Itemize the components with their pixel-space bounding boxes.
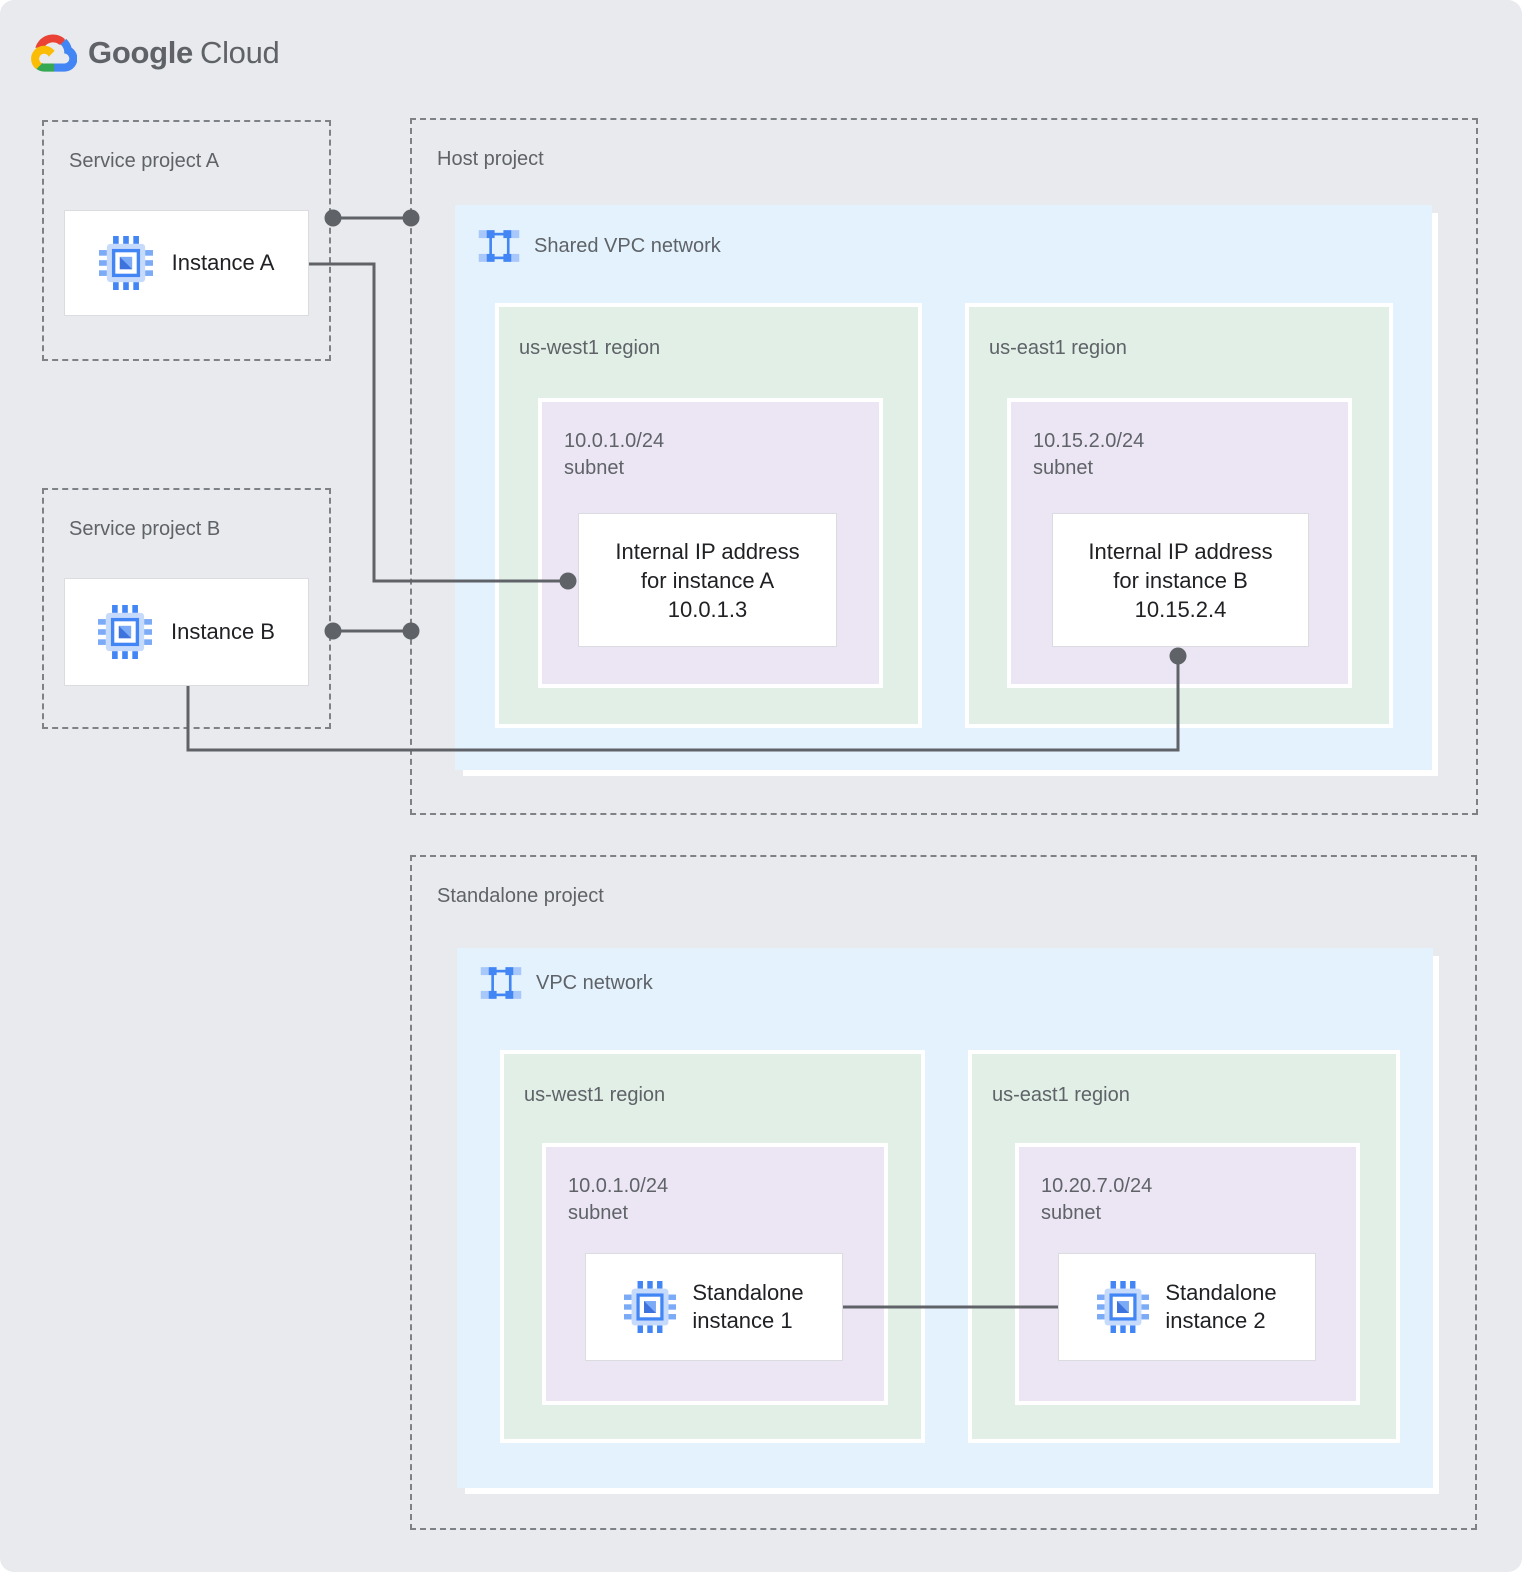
service-project-a-title: Service project A xyxy=(69,150,220,172)
service-project-a-box: Service project A xyxy=(42,120,331,361)
ip-a-line-1: Internal IP address xyxy=(615,538,800,564)
subnet-word: subnet xyxy=(568,1202,629,1224)
ip-b-line-3: 10.15.2.4 xyxy=(1134,596,1227,622)
vpc-network-label-row: VPC network xyxy=(479,962,653,1004)
instance-a-label: Instance A xyxy=(171,250,275,275)
ip-a-line-3: 10.0.1.3 xyxy=(667,596,748,622)
logo-word-cloud: Cloud xyxy=(199,35,280,70)
host-subnet-us-west1-label: 10.0.1.0/24 subnet xyxy=(564,428,664,482)
compute-instance-icon xyxy=(98,605,153,659)
subnet-cidr: 10.0.1.0/24 xyxy=(564,430,665,452)
instance-b-card: Instance B xyxy=(64,578,309,686)
subnet-cidr: 10.20.7.0/24 xyxy=(1041,1175,1153,1197)
compute-instance-icon xyxy=(624,1281,677,1333)
standalone-instance-2-card: Standalone instance 2 xyxy=(1058,1253,1316,1361)
instance-b-label: Instance B xyxy=(171,619,275,644)
compute-instance-icon xyxy=(1097,1281,1150,1333)
ip-a-line-2: for instance A xyxy=(640,567,775,593)
subnet-cidr: 10.0.1.0/24 xyxy=(568,1175,669,1197)
host-region-us-west1-label: us-west1 region xyxy=(519,337,661,359)
internal-ip-instance-a-card: Internal IP address for instance A 10.0.… xyxy=(578,513,837,647)
shared-vpc-network-label: Shared VPC network xyxy=(534,234,721,257)
standalone-instance-1-line-2: instance 1 xyxy=(692,1308,793,1333)
compute-instance-icon xyxy=(98,236,153,290)
standalone-project-title: Standalone project xyxy=(437,885,604,907)
internal-ip-instance-b-card: Internal IP address for instance B 10.15… xyxy=(1052,513,1309,647)
standalone-project-box: Standalone project xyxy=(410,855,1477,1530)
subnet-word: subnet xyxy=(564,457,625,479)
standalone-region-us-west1-label: us-west1 region xyxy=(524,1084,666,1106)
standalone-subnet-us-east1-label: 10.20.7.0/24 subnet xyxy=(1041,1173,1152,1227)
google-cloud-logo-icon xyxy=(31,34,77,72)
standalone-instance-2-line-1: Standalone xyxy=(1165,1280,1277,1305)
host-project-title: Host project xyxy=(437,148,544,170)
host-region-us-east1-label: us-east1 region xyxy=(989,337,1127,359)
instance-a-card: Instance A xyxy=(64,210,309,316)
standalone-subnet-us-west1-label: 10.0.1.0/24 subnet xyxy=(568,1173,668,1227)
standalone-instance-1-line-1: Standalone xyxy=(692,1280,804,1305)
vpc-network-icon xyxy=(480,967,522,999)
standalone-region-us-east1-label: us-east1 region xyxy=(992,1084,1130,1106)
host-subnet-us-east1-label: 10.15.2.0/24 subnet xyxy=(1033,428,1144,482)
ip-b-line-2: for instance B xyxy=(1113,567,1248,593)
vpc-network-label: VPC network xyxy=(536,971,653,994)
standalone-instance-1-card: Standalone instance 1 xyxy=(585,1253,843,1361)
ip-b-line-1: Internal IP address xyxy=(1088,538,1273,564)
vpc-network-icon xyxy=(478,230,520,262)
subnet-cidr: 10.15.2.0/24 xyxy=(1033,430,1145,452)
subnet-word: subnet xyxy=(1041,1202,1102,1224)
shared-vpc-network-label-row: Shared VPC network xyxy=(477,225,721,267)
service-project-b-title: Service project B xyxy=(69,518,221,540)
standalone-instance-2-label: Standalone instance 2 xyxy=(1165,1279,1276,1335)
standalone-instance-1-label: Standalone instance 1 xyxy=(692,1279,803,1335)
standalone-instance-2-line-2: instance 2 xyxy=(1165,1308,1266,1333)
subnet-word: subnet xyxy=(1033,457,1094,479)
logo-word-google: Google xyxy=(88,35,193,70)
